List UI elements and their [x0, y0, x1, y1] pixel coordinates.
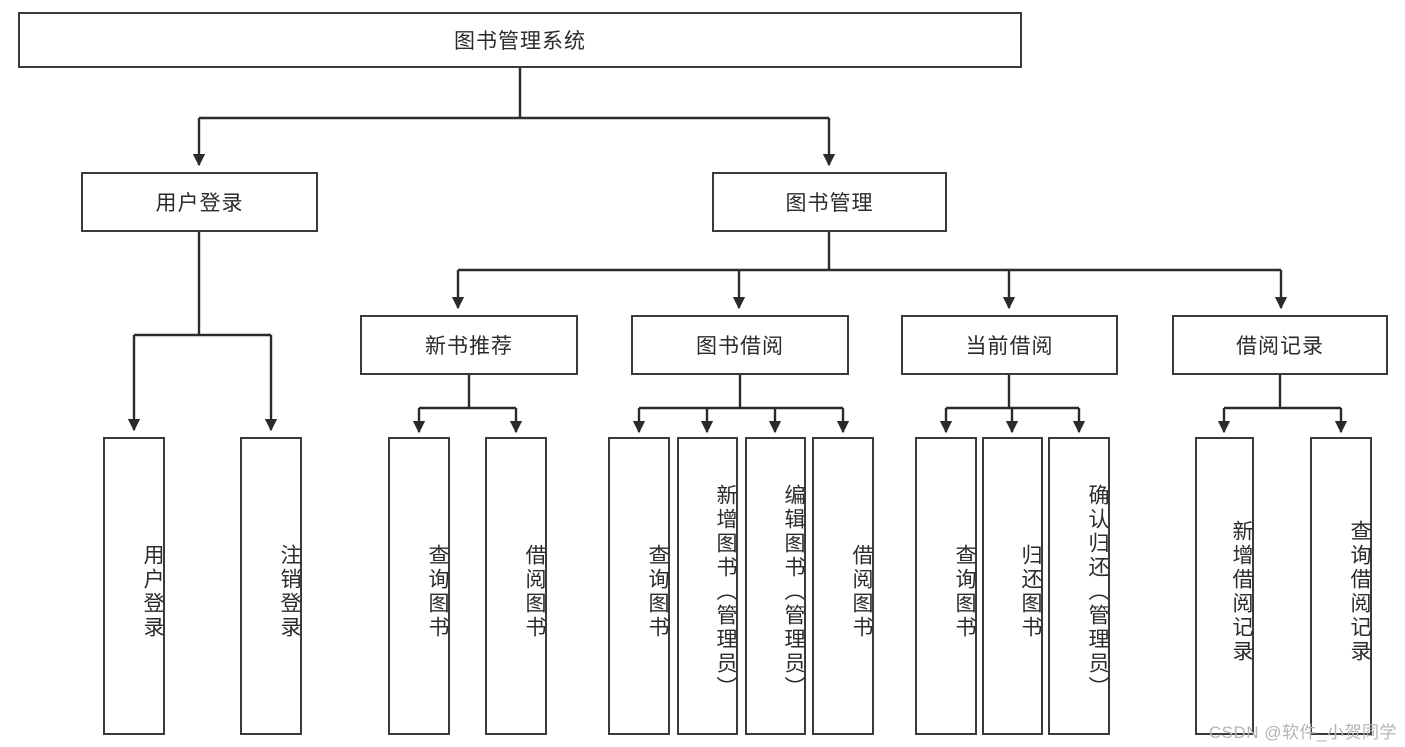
leaf-new-book-borrow[interactable]: 借阅图书	[485, 437, 547, 735]
leaf-borrow-record-query[interactable]: 查询借阅记录	[1310, 437, 1372, 735]
leaf-book-borrow-add[interactable]: 新增图书（管理员）	[677, 437, 738, 735]
leaf-new-book-query[interactable]: 查询图书	[388, 437, 450, 735]
leaf-label: 查询图书	[953, 544, 976, 640]
node-current-borrow-label: 当前借阅	[965, 335, 1054, 358]
leaf-book-borrow-query[interactable]: 查询图书	[608, 437, 670, 735]
node-root[interactable]: 图书管理系统	[18, 12, 1022, 68]
leaf-current-borrow-query[interactable]: 查询图书	[915, 437, 977, 735]
node-user-login[interactable]: 用户登录	[81, 172, 318, 232]
leaf-label: 新增图书（管理员）	[714, 484, 737, 700]
leaf-book-borrow-edit[interactable]: 编辑图书（管理员）	[745, 437, 806, 735]
leaf-label: 借阅图书	[523, 544, 546, 640]
leaf-label: 确认归还（管理员）	[1086, 484, 1109, 700]
leaf-user-login-signout[interactable]: 注销登录	[240, 437, 302, 735]
node-borrow-record-label: 借阅记录	[1236, 335, 1324, 358]
node-borrow-record[interactable]: 借阅记录	[1172, 315, 1388, 375]
leaf-label: 查询借阅记录	[1348, 520, 1371, 664]
leaf-label: 借阅图书	[850, 544, 873, 640]
node-user-login-label: 用户登录	[155, 192, 244, 215]
leaf-label: 注销登录	[278, 544, 301, 640]
leaf-label: 查询图书	[426, 544, 449, 640]
node-book-borrow[interactable]: 图书借阅	[631, 315, 849, 375]
node-current-borrow[interactable]: 当前借阅	[901, 315, 1118, 375]
leaf-book-borrow-lend[interactable]: 借阅图书	[812, 437, 874, 735]
node-new-book-recommend-label: 新书推荐	[425, 335, 513, 358]
leaf-borrow-record-add[interactable]: 新增借阅记录	[1195, 437, 1254, 735]
node-root-label: 图书管理系统	[454, 30, 586, 53]
leaf-label: 编辑图书（管理员）	[782, 484, 805, 700]
node-book-borrow-label: 图书借阅	[696, 335, 784, 358]
watermark: CSDN @软件_小贺同学	[1208, 723, 1397, 742]
node-book-management-label: 图书管理	[785, 192, 874, 215]
leaf-current-borrow-return[interactable]: 归还图书	[982, 437, 1043, 735]
node-book-management[interactable]: 图书管理	[712, 172, 947, 232]
node-new-book-recommend[interactable]: 新书推荐	[360, 315, 578, 375]
leaf-user-login-signin[interactable]: 用户登录	[103, 437, 165, 735]
leaf-label: 用户登录	[141, 544, 164, 640]
leaf-label: 查询图书	[646, 544, 669, 640]
leaf-label: 归还图书	[1019, 544, 1042, 640]
leaf-label: 新增借阅记录	[1230, 520, 1253, 664]
leaf-current-borrow-confirm[interactable]: 确认归还（管理员）	[1048, 437, 1110, 735]
